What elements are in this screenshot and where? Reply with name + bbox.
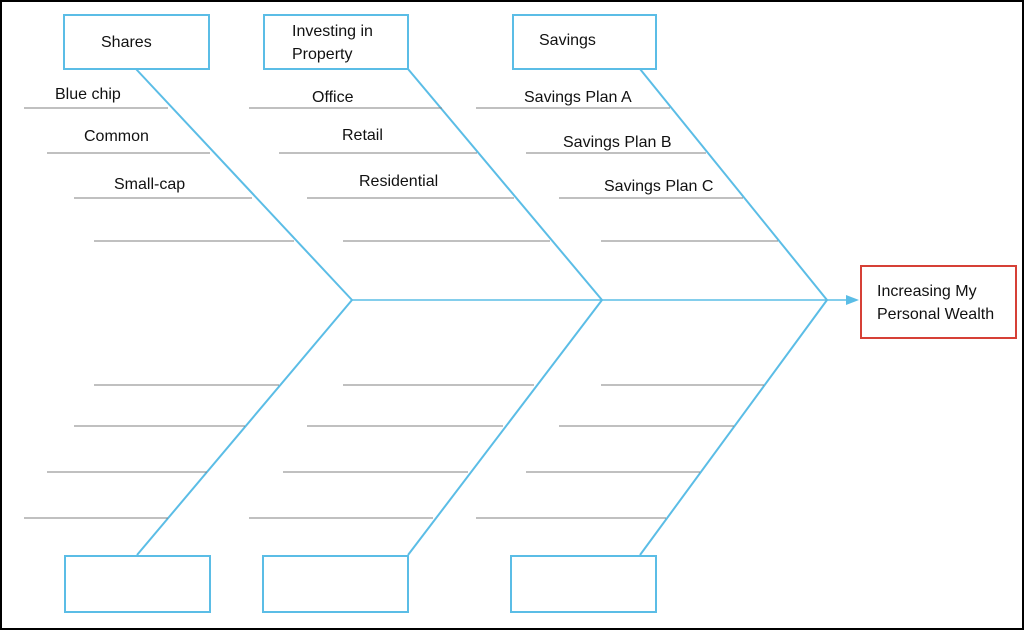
spine-arrowhead: [846, 295, 859, 305]
category-box-property: Investing in Property: [263, 14, 409, 70]
category-box-savings: Savings: [512, 14, 657, 70]
effect-label-line1: Increasing My: [877, 283, 977, 300]
rib-shares-upper: [135, 68, 353, 301]
cause-label-small-cap: Small-cap: [114, 176, 186, 193]
category-box-shares: Shares: [63, 14, 210, 70]
cause-label-retail: Retail: [342, 127, 383, 144]
category-box-bottom-1: [64, 555, 211, 613]
cause-label-residential: Residential: [359, 173, 439, 190]
category-label-property-line2: Property: [292, 46, 353, 63]
cause-label-savings-plan-c: Savings Plan C: [604, 178, 714, 195]
cause-label-common: Common: [84, 128, 149, 145]
rib-bottom-2-lower: [407, 299, 603, 556]
rib-bottom-3-lower: [639, 299, 828, 556]
cause-label-office: Office: [312, 89, 354, 106]
rib-savings-upper: [639, 68, 828, 301]
category-label-shares: Shares: [101, 34, 152, 51]
cause-label-savings-plan-b: Savings Plan B: [563, 134, 672, 151]
effect-label-line2: Personal Wealth: [877, 306, 995, 323]
category-label-savings: Savings: [539, 32, 596, 49]
cause-label-savings-plan-a: Savings Plan A: [524, 89, 632, 106]
cause-label-blue-chip: Blue chip: [55, 86, 121, 103]
rib-bottom-1-lower: [136, 299, 353, 556]
category-label-property-line1: Investing in: [292, 23, 373, 40]
category-box-bottom-3: [510, 555, 657, 613]
effect-box: Increasing My Personal Wealth: [860, 265, 1017, 339]
category-box-bottom-2: [262, 555, 409, 613]
